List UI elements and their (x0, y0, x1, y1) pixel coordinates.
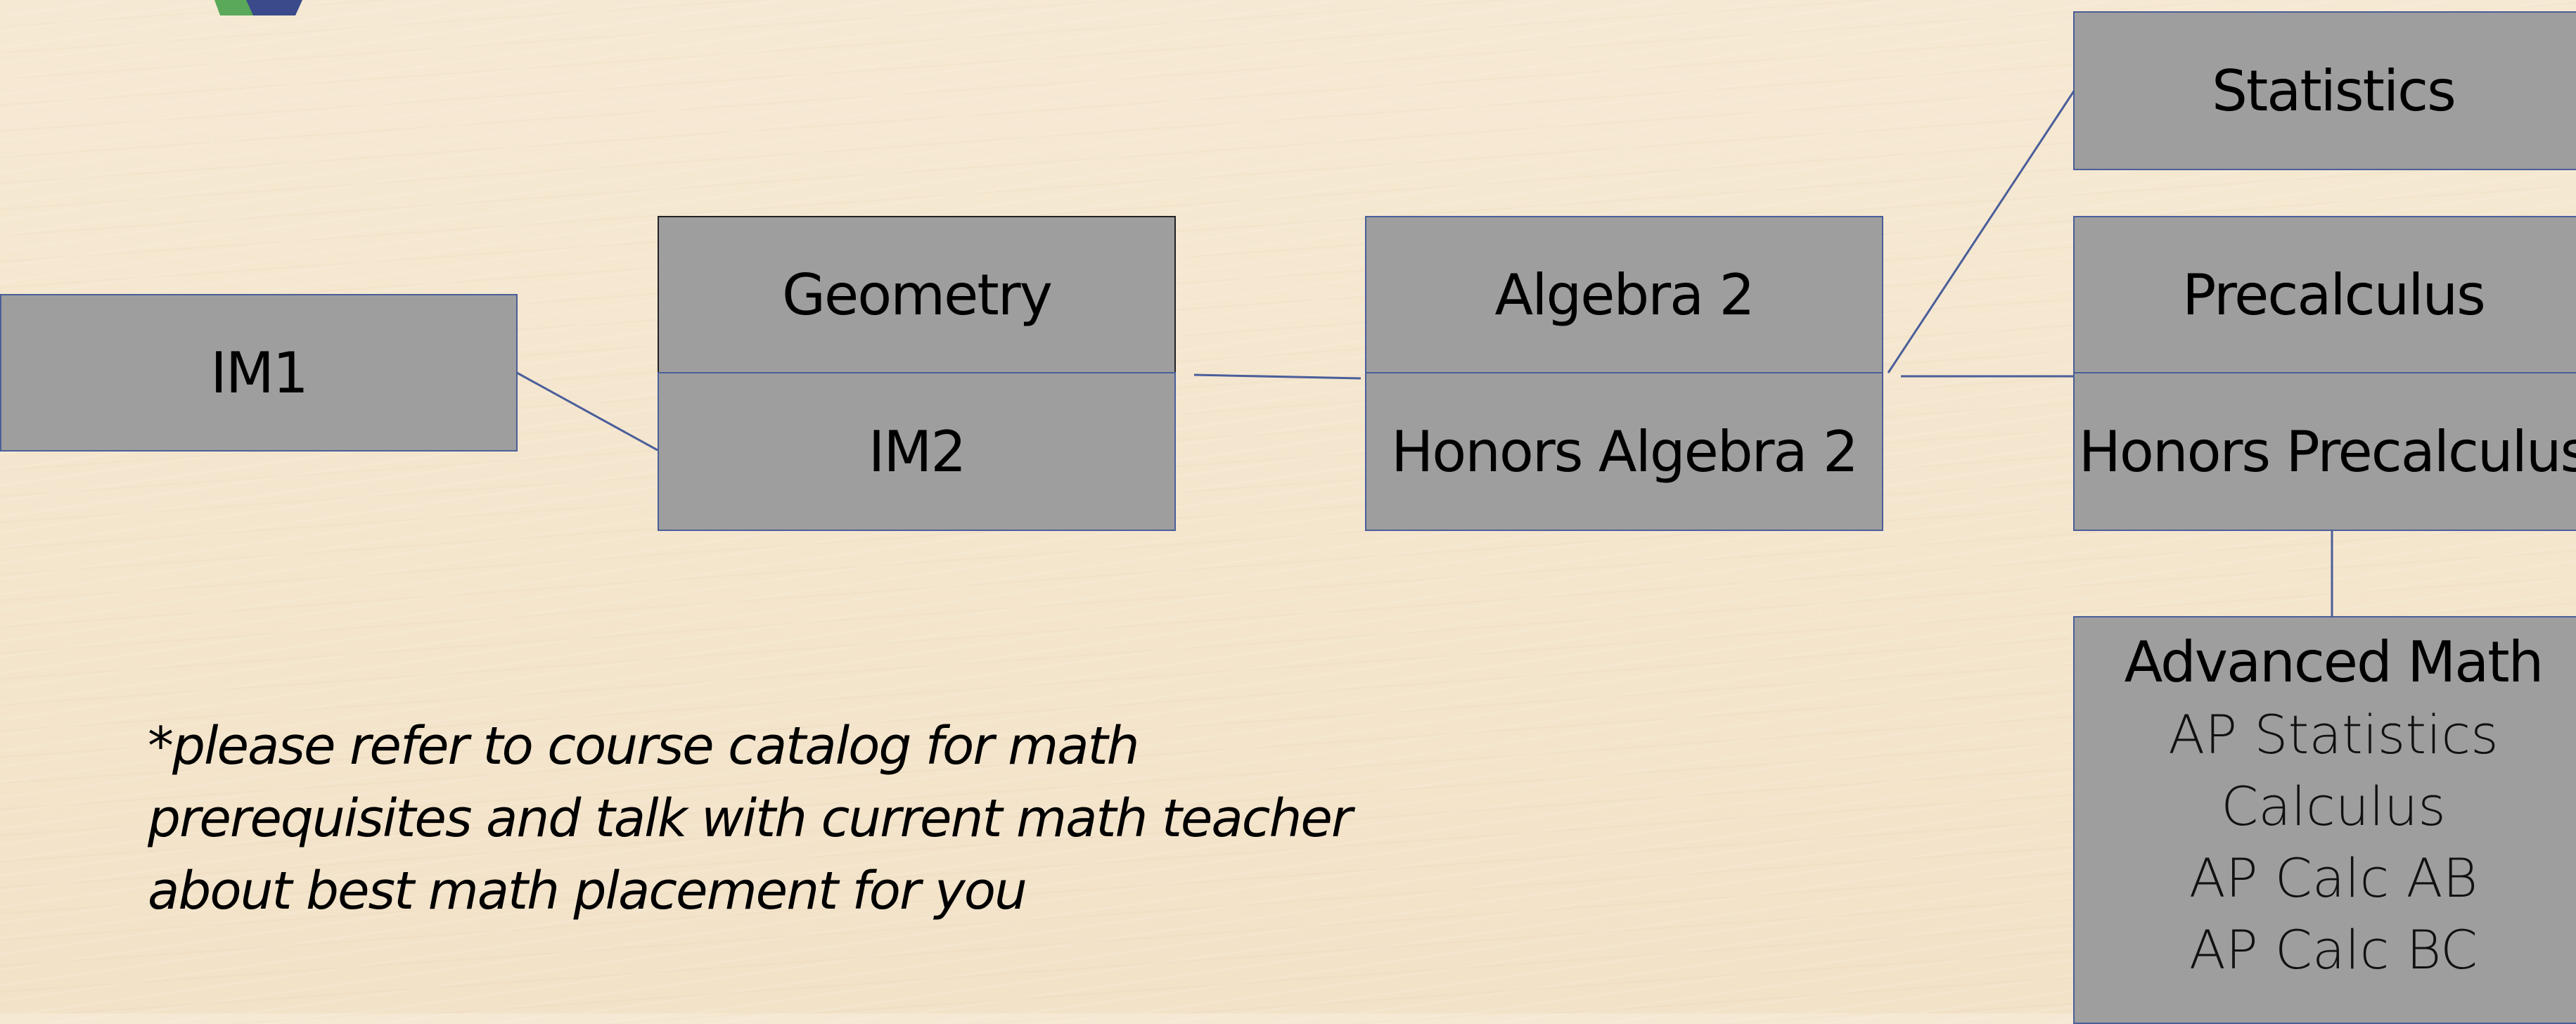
logo-fragment (214, 0, 302, 15)
advanced-math-item: AP Calc BC (2189, 919, 2478, 981)
course-honors-algebra2: Honors Algebra 2 (1365, 372, 1883, 531)
connector-algebra2-statistics (1887, 89, 2076, 373)
course-label: Honors Algebra 2 (1391, 418, 1859, 485)
course-statistics: Statistics (2073, 11, 2576, 170)
course-precalculus: Precalculus (2073, 216, 2576, 373)
course-im1: IM1 (0, 294, 518, 452)
course-label: Statistics (2212, 58, 2456, 124)
advanced-math-item: Calculus (2221, 775, 2446, 838)
advanced-math-item: AP Calc AB (2189, 847, 2478, 909)
course-label: IM2 (868, 418, 967, 485)
connector-im1-im2 (516, 371, 658, 452)
course-label: Honors Precalculus (2078, 418, 2576, 485)
course-label: Geometry (782, 262, 1053, 328)
advanced-math-title: Advanced Math (2124, 629, 2544, 695)
course-algebra2: Algebra 2 (1365, 216, 1883, 373)
connector-geometry-algebra2 (1193, 373, 1361, 380)
course-label: Algebra 2 (1494, 262, 1755, 328)
advanced-math-item: AP Statistics (2168, 703, 2499, 766)
course-geometry: Geometry (658, 216, 1176, 373)
placement-note: *please refer to course catalog for math… (148, 716, 1352, 921)
course-label: IM1 (210, 340, 309, 406)
course-label: Precalculus (2182, 262, 2486, 328)
course-im2: IM2 (658, 372, 1176, 531)
course-honors-precalculus: Honors Precalculus (2073, 372, 2576, 531)
advanced-math-box: Advanced Math AP Statistics Calculus AP … (2073, 616, 2576, 1024)
